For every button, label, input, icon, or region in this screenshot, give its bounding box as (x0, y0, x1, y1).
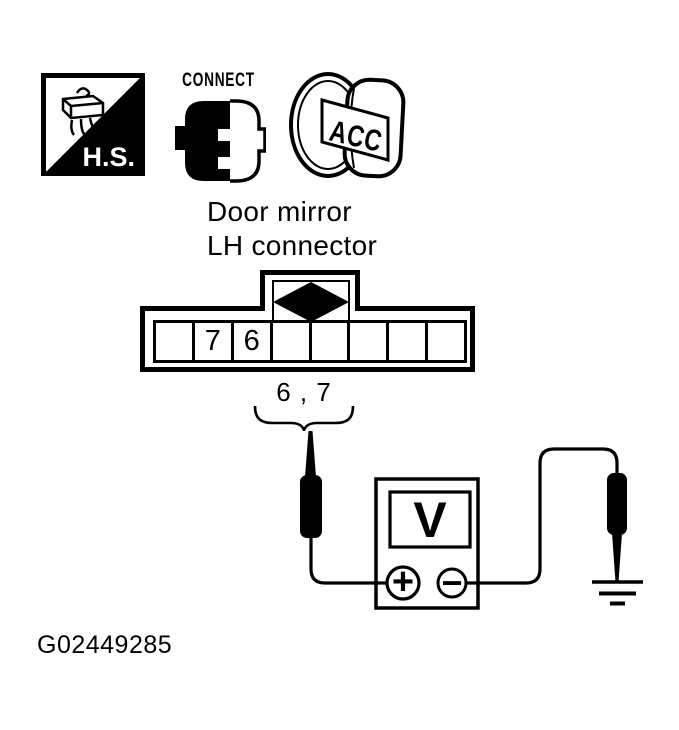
connector-title-line1: Door mirror (207, 196, 352, 227)
connect-icon-label: CONNECT (182, 70, 255, 91)
hand-holding-connector-sketch (61, 87, 105, 136)
pin-callout-label: 6 , 7 (276, 377, 332, 407)
pin-cell-7: 7 (195, 323, 234, 360)
pin-position-marker-diamond (273, 282, 349, 322)
connector-female-half (230, 99, 266, 183)
pin-cell (428, 323, 464, 360)
pin-cell (312, 323, 351, 360)
pin-cell (156, 323, 195, 360)
pin-cell-6: 6 (234, 323, 273, 360)
connector-male-half (175, 101, 230, 181)
voltmeter-display-frame (388, 490, 472, 549)
acc-label-band (320, 98, 390, 162)
callout-brace (253, 405, 355, 431)
negative-lead-wire (452, 447, 619, 585)
connector-title: Door mirror LH connector (207, 195, 377, 263)
hs-icon-label: H.S. (82, 142, 135, 172)
ground-symbol-icon (592, 580, 643, 606)
right-probe-needle (612, 533, 622, 582)
negative-terminal-circle (436, 567, 468, 599)
right-test-probe (607, 473, 627, 535)
voltmeter-display-label: V (413, 491, 447, 548)
positive-lead-wire (309, 537, 403, 585)
left-probe-needle (305, 431, 316, 477)
figure-id: G02449285 (37, 631, 173, 659)
pin-cell (273, 323, 312, 360)
pin-cell (350, 323, 390, 360)
connector-connected-icon (175, 99, 266, 183)
negative-terminal-label: − (441, 562, 463, 603)
connector-pin-row: 7 6 (153, 320, 467, 363)
connector-title-line2: LH connector (207, 230, 378, 261)
connector-tab-inner (272, 280, 350, 322)
ignition-acc-position-icon: ACC (289, 72, 406, 179)
positive-terminal-circle (385, 565, 421, 601)
pin-cell (389, 323, 429, 360)
positive-terminal-label: + (391, 561, 415, 603)
left-test-probe (300, 475, 322, 538)
hs-harness-side-icon: H.S. (41, 73, 145, 176)
